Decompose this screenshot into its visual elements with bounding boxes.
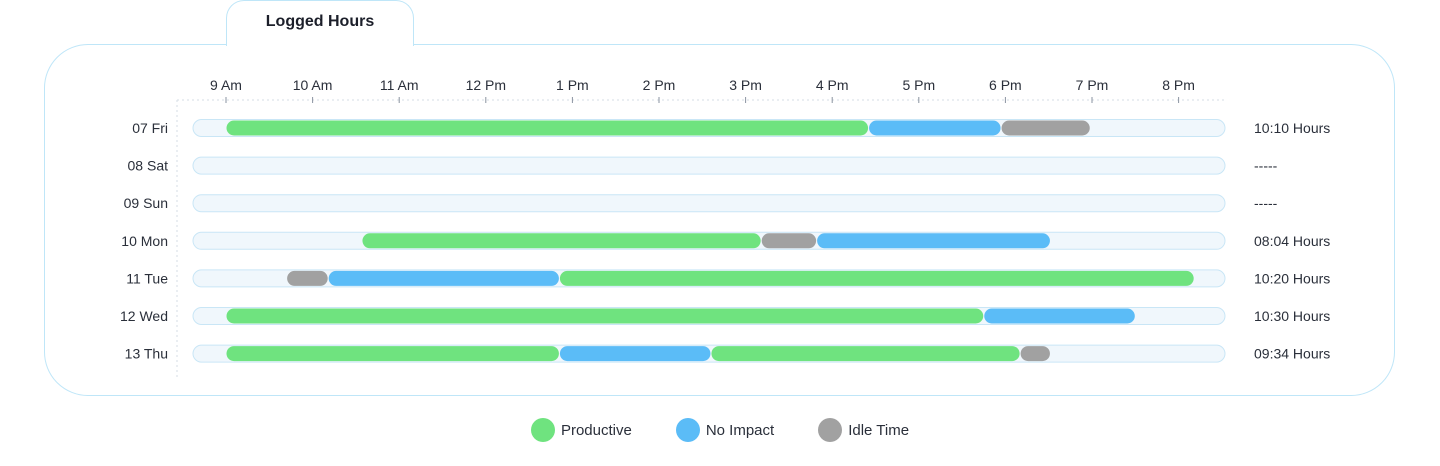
bar-segment-no-impact: [328, 270, 559, 286]
day-label: 13 Thu: [125, 346, 168, 362]
timeline-chart: 9 Am 10 Am 11 Am 12 Pm 1 Pm 2 Pm 3 Pm 4 Pm 5 Pm 6…: [120, 77, 1330, 378]
bar-segment-no-impact: [869, 120, 1001, 136]
bar-segment-idle-time: [761, 233, 817, 249]
legend-item-idle-time[interactable]: Idle Time: [818, 418, 909, 442]
day-label: 12 Wed: [120, 308, 168, 324]
row-total: 09:34 Hours: [1254, 346, 1330, 362]
x-tick-label: 10 Am: [293, 77, 333, 93]
x-tick-label: 7 Pm: [1076, 77, 1109, 93]
day-label: 07 Fri: [132, 120, 168, 136]
bar-segment-idle-time: [287, 270, 328, 286]
bar-segment-productive: [226, 308, 984, 324]
legend-label-productive: Productive: [560, 421, 632, 439]
tab-joint: [227, 42, 413, 47]
day-label: 11 Tue: [126, 270, 168, 286]
legend: Productive No Impact Idle Time: [0, 414, 1440, 446]
bar-segment-idle-time: [1001, 120, 1090, 136]
x-tick-label: 11 Am: [380, 77, 419, 93]
row-track: [192, 194, 1226, 213]
bar-segment-productive: [711, 346, 1020, 362]
row-total: 10:20 Hours: [1254, 270, 1330, 286]
legend-label-idle-time: Idle Time: [848, 421, 910, 439]
bar-segment-productive: [226, 346, 559, 362]
tab-logged-hours[interactable]: Logged Hours: [226, 0, 414, 46]
legend-item-productive[interactable]: Productive: [530, 418, 632, 442]
bar-segment-no-impact: [817, 233, 1050, 249]
x-tick-label: 9 Am: [210, 77, 242, 93]
chart-panel: [44, 44, 1395, 396]
day-label: 08 Sat: [128, 158, 169, 174]
bar-segment-productive: [559, 270, 1194, 286]
row-track: [192, 156, 1226, 175]
legend-dot-no-impact: [675, 418, 700, 442]
day-label: 09 Sun: [124, 195, 168, 211]
day-label: 10 Mon: [121, 233, 168, 249]
bar-segment-no-impact: [559, 346, 711, 362]
x-tick-label: 6 Pm: [989, 77, 1022, 93]
x-tick-label: 4 Pm: [816, 77, 849, 93]
row-total: -----: [1254, 195, 1278, 211]
legend-dot-productive: [530, 418, 555, 442]
row-total: 10:10 Hours: [1254, 120, 1330, 136]
row-total: 08:04 Hours: [1254, 233, 1330, 249]
x-tick-label: 12 Pm: [466, 77, 506, 93]
bar-segment-productive: [226, 120, 869, 136]
legend-item-no-impact[interactable]: No Impact: [675, 418, 775, 442]
bar-segment-idle-time: [1020, 346, 1050, 362]
bar-segment-productive: [362, 233, 761, 249]
legend-dot-idle-time: [818, 418, 843, 442]
row-total: 10:30 Hours: [1254, 308, 1330, 324]
x-tick-label: 3 Pm: [729, 77, 762, 93]
row-total: -----: [1254, 158, 1278, 174]
bar-segment-no-impact: [984, 308, 1135, 324]
tab-title: Logged Hours: [265, 12, 375, 30]
legend-label-no-impact: No Impact: [705, 421, 775, 439]
x-tick-label: 5 Pm: [902, 77, 935, 93]
x-tick-label: 1 Pm: [556, 77, 589, 93]
x-tick-label: 8 Pm: [1162, 77, 1195, 93]
x-tick-label: 2 Pm: [643, 77, 676, 93]
